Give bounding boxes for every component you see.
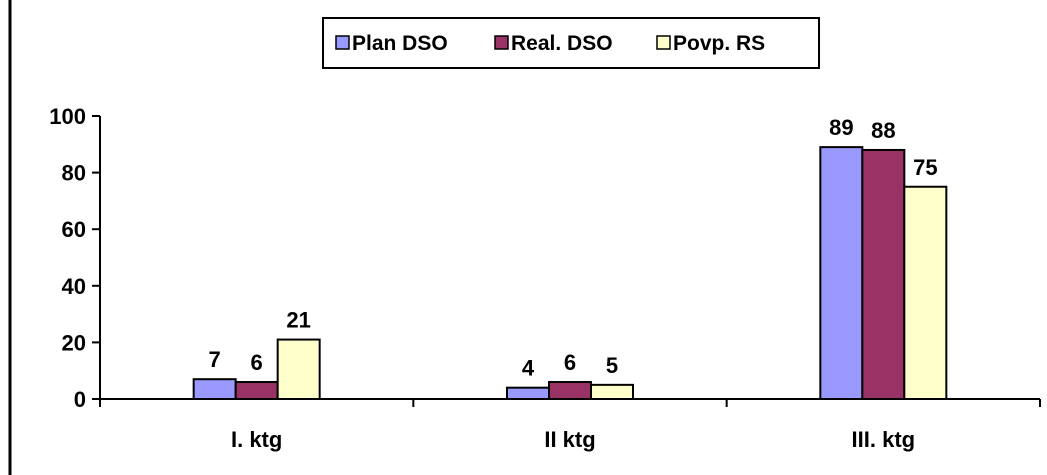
bar bbox=[234, 381, 279, 400]
y-tick-label: 0 bbox=[74, 387, 86, 412]
data-label: 5 bbox=[606, 353, 618, 378]
data-label: 7 bbox=[209, 347, 221, 372]
bar bbox=[276, 338, 321, 401]
bar bbox=[506, 386, 550, 400]
bar bbox=[903, 185, 948, 400]
data-label: 4 bbox=[522, 356, 535, 381]
y-tick-label: 20 bbox=[62, 330, 86, 355]
bar bbox=[861, 148, 906, 400]
legend-swatch bbox=[494, 35, 509, 50]
legend-label: Povp. RS bbox=[673, 32, 765, 55]
data-labels: 7 6 21 4 6 5 89 88 75 bbox=[209, 115, 938, 381]
bar bbox=[192, 378, 237, 401]
y-tick-label: 60 bbox=[62, 217, 86, 242]
bar bbox=[548, 381, 592, 400]
legend-label: Plan DSO bbox=[352, 32, 448, 55]
legend-swatch bbox=[335, 35, 350, 50]
legend-box bbox=[322, 17, 820, 69]
bar bbox=[590, 383, 634, 401]
y-tick-label: 40 bbox=[62, 274, 86, 299]
x-category-label: III. ktg bbox=[852, 427, 916, 452]
data-label: 75 bbox=[913, 155, 937, 180]
y-axis: 0 20 40 60 80 100 bbox=[49, 104, 101, 412]
y-tick-label: 80 bbox=[62, 161, 86, 186]
x-category-label: I. ktg bbox=[231, 427, 282, 452]
bar bbox=[819, 146, 864, 400]
x-category-label: II ktg bbox=[544, 427, 595, 452]
bars bbox=[192, 146, 948, 401]
y-tick-label: 100 bbox=[49, 104, 86, 129]
data-label: 21 bbox=[286, 308, 310, 333]
data-label: 6 bbox=[251, 350, 263, 375]
legend-swatch bbox=[656, 35, 671, 50]
legend-label: Real. DSO bbox=[511, 32, 613, 55]
data-label: 88 bbox=[871, 118, 895, 143]
data-label: 6 bbox=[564, 350, 576, 375]
data-label: 89 bbox=[829, 115, 853, 140]
x-axis: I. ktg II ktg III. ktg bbox=[99, 398, 1041, 452]
legend: Plan DSO Real. DSO Povp. RS bbox=[322, 17, 820, 69]
